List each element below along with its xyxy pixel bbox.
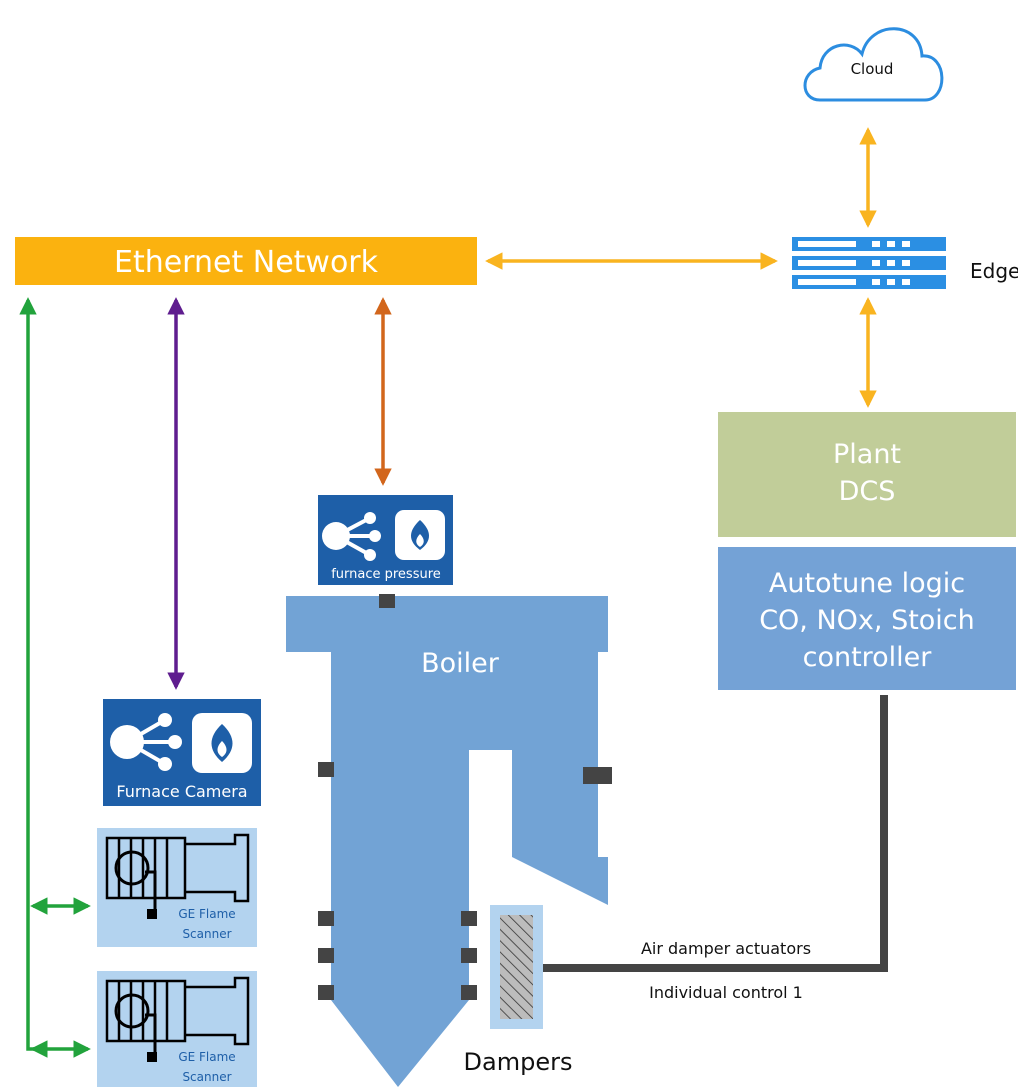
flame-scanner-icon — [105, 833, 250, 913]
edge-node: Edge — [792, 237, 1018, 289]
flame-scanner-2-line2: Scanner — [182, 1070, 231, 1084]
boiler-body — [286, 596, 608, 1087]
flame-icon — [395, 510, 445, 560]
dampers-label: Dampers — [464, 1048, 573, 1076]
flame-scanner-2: GE Flame Scanner — [97, 971, 257, 1087]
connection-arrows — [19, 127, 877, 1058]
boiler-sensor-ports — [318, 594, 612, 1000]
dampers: Dampers — [464, 905, 573, 1076]
furnace-camera-device: Furnace Camera — [103, 699, 261, 806]
damper-hatch — [500, 915, 533, 1019]
plant-dcs-box: Plant DCS — [718, 412, 1016, 537]
flame-scanner-1-line1: GE Flame — [178, 907, 235, 921]
boiler-label: Boiler — [421, 648, 500, 679]
boiler: Boiler — [286, 594, 612, 1087]
edge-label: Edge — [970, 259, 1018, 283]
network-hub-icon — [322, 512, 381, 561]
autotune-line2: CO, NOx, Stoich — [759, 605, 975, 636]
furnace-pressure-device: furnace pressure — [318, 495, 453, 585]
cloud-icon — [803, 27, 944, 102]
flame-scanner-1-line2: Scanner — [182, 927, 231, 941]
cloud-node: Cloud — [803, 27, 944, 102]
furnace-pressure-label: furnace pressure — [331, 567, 441, 582]
plant-dcs-line1: Plant — [833, 439, 901, 470]
flame-scanner-1: GE Flame Scanner — [97, 828, 257, 947]
flame-scanner-2-line1: GE Flame — [178, 1050, 235, 1064]
actuator-link: Air damper actuators Individual control … — [543, 695, 888, 1002]
actuator-label-bottom: Individual control 1 — [649, 983, 803, 1002]
network-flame-scanner-bus — [19, 297, 40, 1051]
ethernet-network-bar: Ethernet Network — [15, 237, 477, 285]
cloud-label: Cloud — [851, 60, 894, 78]
plant-dcs-line2: DCS — [839, 476, 896, 507]
autotune-line3: controller — [803, 642, 933, 673]
ethernet-network-label: Ethernet Network — [114, 245, 379, 280]
actuator-label-top: Air damper actuators — [641, 939, 811, 958]
flame-icon — [192, 713, 252, 773]
server-icon — [792, 237, 946, 289]
autotune-line1: Autotune logic — [769, 568, 965, 599]
autotune-controller-box: Autotune logic CO, NOx, Stoich controlle… — [718, 547, 1016, 690]
flame-scanner-icon — [105, 976, 250, 1056]
network-hub-icon — [110, 713, 182, 771]
furnace-camera-label: Furnace Camera — [116, 782, 247, 801]
